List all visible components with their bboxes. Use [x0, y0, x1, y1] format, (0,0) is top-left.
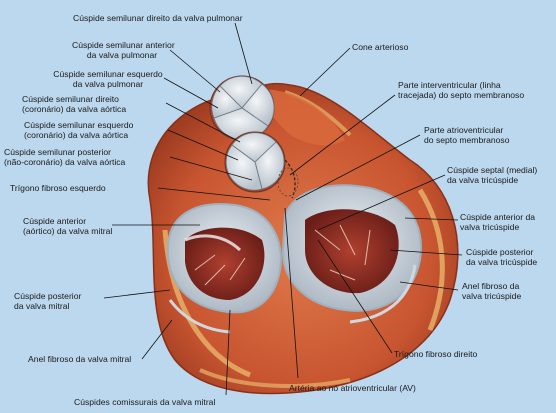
label-left-fibrous-trigone: Trígono fibroso esquerdo	[10, 183, 106, 193]
membranous-septum-dashed	[284, 159, 296, 199]
tricuspid-valve	[281, 184, 422, 312]
tricuspid-fibrous-ring	[349, 264, 417, 324]
label-av-node-artery: Artéria ao nó atrioventricular (AV)	[289, 383, 416, 393]
label-tricuspid-septal-cusp: Cúspide septal (medial) da valva tricúsp…	[447, 165, 538, 185]
label-interventricular-septum: Parte interventricular (linha tracejada)…	[398, 80, 525, 100]
conus-arteriosus	[255, 89, 345, 146]
label-pulmonary-anterior-cusp: Cúspide semilunar anterior da valva pulm…	[72, 40, 175, 60]
mitral-valve	[166, 203, 282, 314]
label-aortic-left-cusp: Cúspide semilunar esquerdo (coronário) d…	[24, 120, 134, 140]
label-tricuspid-posterior-cusp: Cúspide posterior da valva tricúspide	[466, 247, 538, 267]
label-mitral-posterior-cusp: Cúspide posterior da valva mitral	[14, 291, 82, 311]
label-pulmonary-left-cusp: Cúspide semilunar esquerdo da valva pulm…	[53, 69, 163, 89]
label-aortic-right-cusp: Cúspide semilunar direito (coronário) da…	[22, 94, 127, 114]
pulmonary-valve	[209, 75, 275, 141]
label-right-fibrous-trigone: Trígono fibroso direito	[394, 349, 478, 359]
mitral-fibrous-ring	[168, 299, 231, 334]
label-conus-arteriosus: Cone arterioso	[352, 42, 409, 52]
epicardial-fat	[284, 90, 352, 137]
label-aortic-posterior-cusp: Cúspide semilunar posterior (não-coronár…	[4, 147, 126, 167]
epicardial-fat	[199, 368, 351, 388]
label-atrioventricular-septum: Parte atrioventricular do septo membrano…	[424, 125, 510, 145]
aortic-valve	[224, 131, 286, 193]
label-tricuspid-fibrous-ring: Anel fibroso da valva tricúspide	[462, 281, 522, 301]
label-mitral-commissural-cusps: Cúspides comissurais da valva mitral	[74, 397, 216, 407]
epicardial-fat	[417, 188, 445, 331]
leader-lines	[103, 22, 463, 396]
label-mitral-fibrous-ring: Anel fibroso da valva mitral	[28, 354, 132, 364]
label-mitral-anterior-cusp: Cúspide anterior (aórtico) da valva mitr…	[23, 216, 113, 236]
membranous-septum	[277, 167, 299, 197]
label-tricuspid-anterior-cusp: Cúspide anterior da valva tricúspide	[460, 212, 536, 232]
label-pulmonary-right-cusp: Cúspide semilunar direito da valva pulmo…	[73, 13, 243, 23]
